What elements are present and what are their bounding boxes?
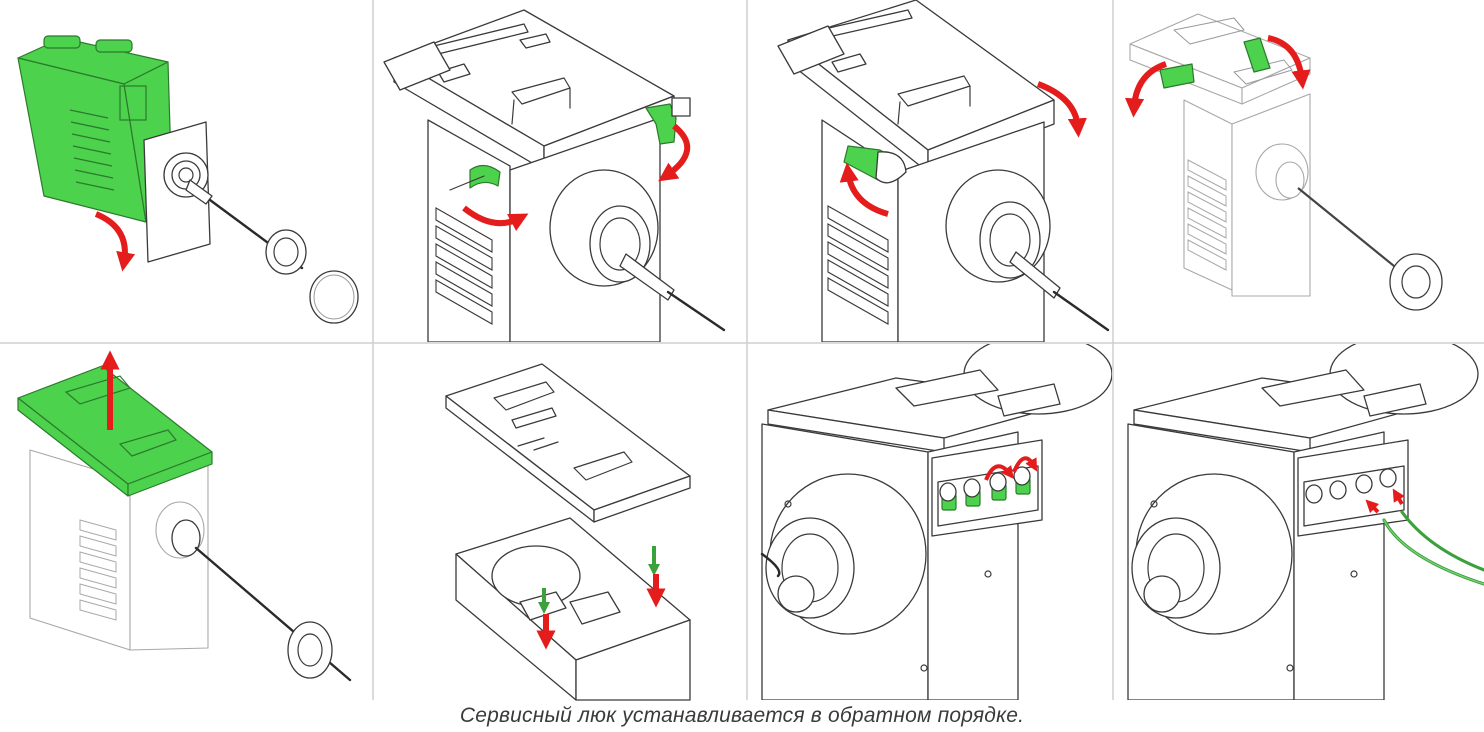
panel-step-5	[17, 350, 352, 682]
front-panel	[143, 121, 213, 263]
panel-dividers	[0, 0, 1484, 700]
latch-clip-green	[843, 145, 907, 184]
cable-ring	[265, 229, 307, 275]
green-cables	[1382, 510, 1484, 586]
rotation-arrow	[1012, 456, 1038, 473]
service-hatch-cover	[445, 363, 691, 523]
rotation-arrow	[839, 162, 889, 217]
panel-step-6	[445, 363, 691, 701]
terminal-block	[931, 439, 1043, 537]
rotation-arrow	[658, 123, 691, 182]
latch-clip-green	[645, 97, 691, 145]
caption-text: Сервисный люк устанавливается в обратном…	[459, 704, 1025, 727]
panel-step-3	[777, 0, 1110, 342]
vent-slots	[1187, 159, 1227, 271]
latch-clip-green	[1159, 37, 1271, 89]
insert-arrow	[1392, 488, 1405, 506]
latch-clip-green	[469, 164, 501, 189]
panel-step-7	[760, 344, 1112, 700]
top-cover-green	[17, 365, 213, 497]
rotation-arrow	[984, 464, 1014, 481]
rotation-arrow	[1124, 61, 1168, 118]
open-housing	[455, 517, 691, 701]
vent-slots	[827, 205, 889, 325]
panel-step-8	[1127, 344, 1484, 700]
rotation-arrow	[1267, 35, 1311, 90]
rotation-arrow	[462, 205, 529, 232]
panel-step-4	[1124, 13, 1443, 311]
vent-slots	[79, 519, 117, 621]
vent-slots	[435, 207, 493, 325]
protective-cap	[309, 270, 359, 324]
panel-step-1	[17, 35, 359, 324]
rotation-arrow	[1036, 81, 1087, 138]
rotation-arrow	[94, 211, 136, 272]
insert-arrow	[1365, 499, 1380, 514]
panel-step-2	[383, 9, 726, 342]
